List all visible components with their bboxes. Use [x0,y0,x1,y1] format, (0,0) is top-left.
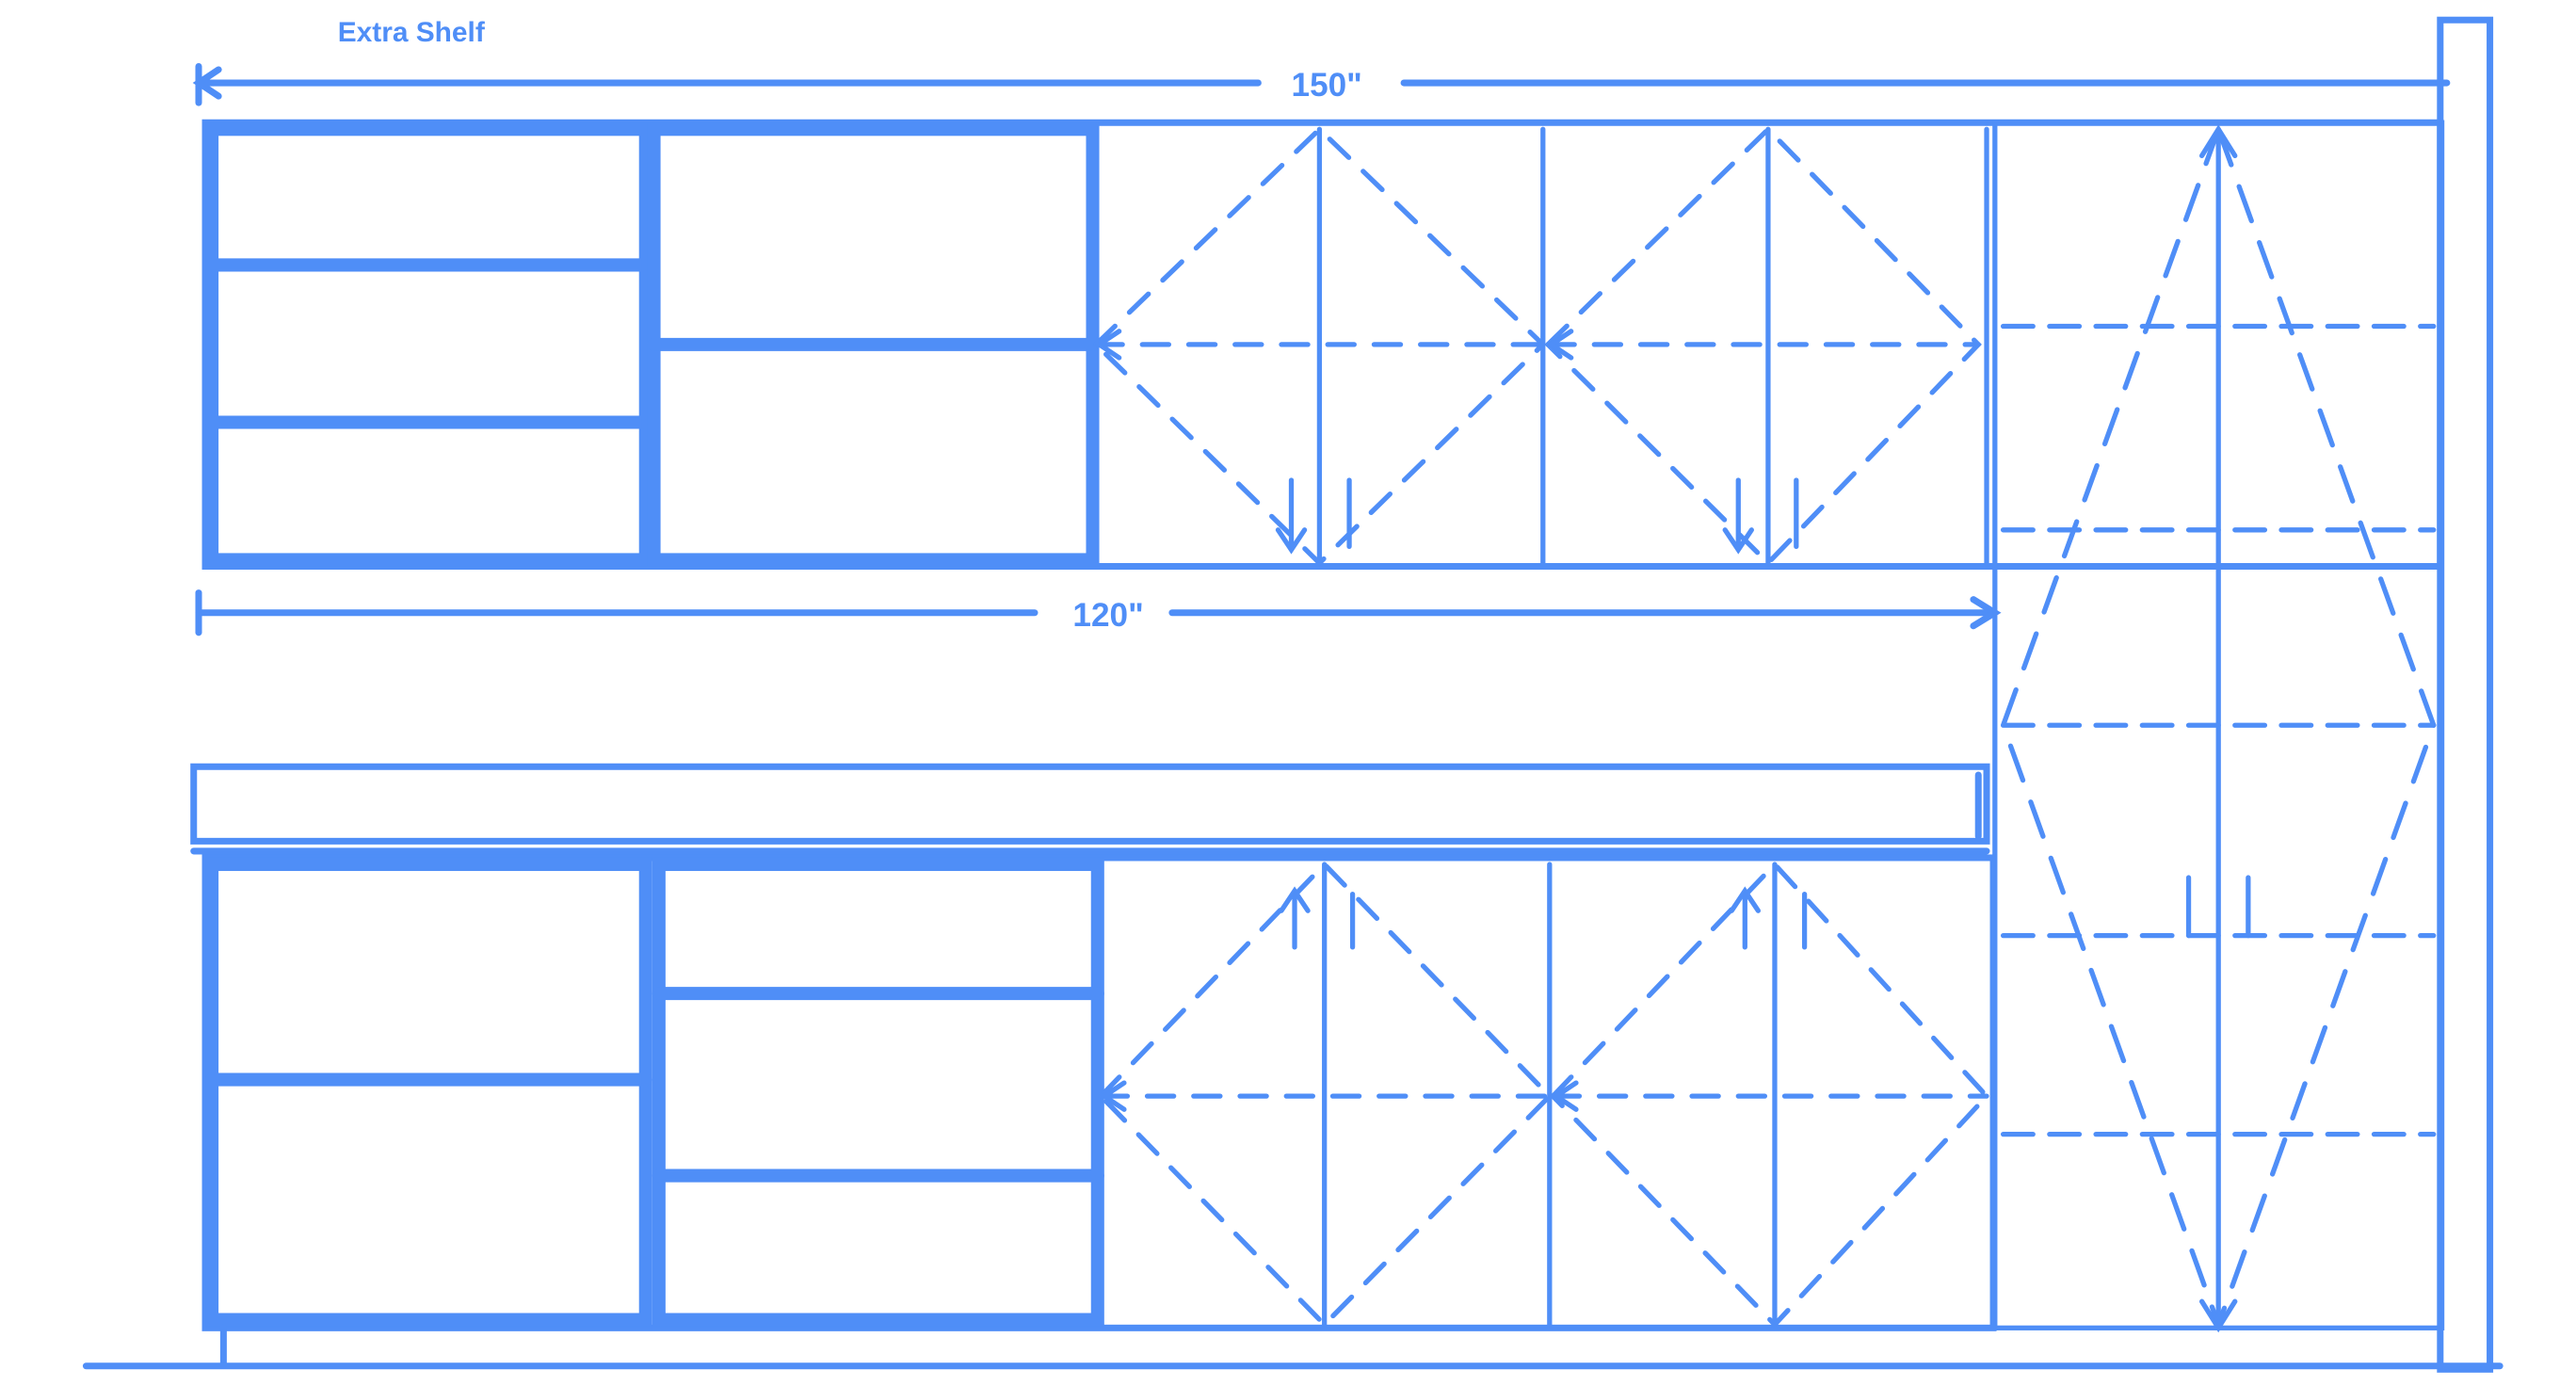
lower-cabinet-run [201,854,1997,1331]
upper-double-door-1 [1093,125,1547,567]
lower-dimension-line [195,589,2002,637]
tall-cabinet-door-swing [2000,124,2437,1333]
floor-line [82,1324,2504,1370]
lower-drawer-stack-2 [205,857,652,1327]
upper-drawer-stack-2 [647,122,1100,567]
upper-drawer-stack-3 [205,122,652,567]
upper-double-door-2 [1545,125,1989,567]
lower-double-door-2 [1550,861,1990,1329]
lower-width-dimension: 120" [1072,597,1143,634]
upper-width-dimension: 150" [1292,67,1362,104]
lower-double-door-1 [1098,861,1554,1329]
countertop [190,763,1990,855]
extra-shelf-label: Extra Shelf [338,17,485,48]
lower-drawer-stack-3 [652,857,1104,1327]
upper-dimension-line [192,62,2451,106]
upper-cabinet-run [201,119,2444,571]
